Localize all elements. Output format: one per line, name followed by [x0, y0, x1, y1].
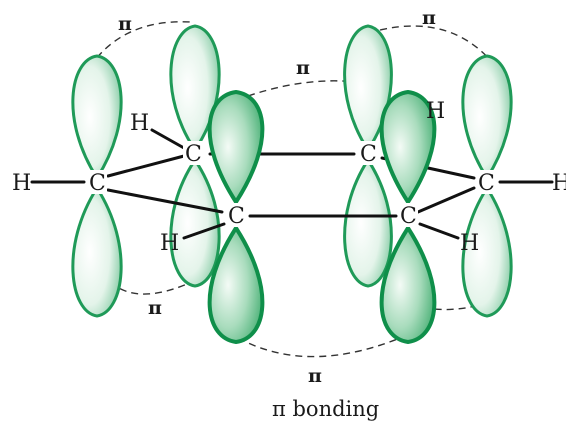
atom-h-right: H	[552, 171, 566, 196]
orbital-lobe-c2-bottom	[169, 157, 221, 288]
atom-h-c3: H	[160, 231, 179, 256]
atom-c6: C	[478, 171, 495, 196]
orbital-lobe-c6-top	[461, 54, 513, 181]
orbital-lobe-c6-bottom	[461, 185, 513, 318]
p-orbital-c6	[461, 54, 513, 318]
orbital-lobe-c2-top	[169, 24, 221, 153]
orbital-lobe-c4-bottom	[379, 224, 437, 345]
label-halo	[183, 141, 203, 165]
atom-h-c5-partial: H	[426, 99, 445, 124]
bond-c1-c3	[106, 188, 224, 214]
bond-c4-h	[418, 222, 460, 240]
bond-c1-c2	[106, 154, 186, 178]
bond-c3-h	[182, 222, 226, 240]
label-halo	[476, 170, 496, 194]
atom-h-left: H	[12, 171, 31, 196]
diagram-caption: π bonding	[272, 397, 379, 421]
p-orbital-c3	[207, 89, 265, 345]
atom-c1: C	[89, 171, 106, 196]
pi-overlap-left-bottom	[109, 277, 201, 295]
p-orbital-c4	[379, 89, 437, 345]
pi-label-left-bottom: π	[148, 297, 162, 319]
bond-h-c2	[150, 128, 186, 150]
orbital-lobe-c1-top	[71, 54, 123, 181]
atom-c3: C	[228, 204, 245, 229]
label-halo	[87, 170, 107, 194]
p-orbital-c5	[343, 24, 393, 288]
p-orbital-c2	[169, 24, 221, 288]
atom-labels: H C H C C H C H C H C H	[12, 99, 566, 256]
orbital-lobe-c1-bottom	[71, 185, 123, 318]
pi-overlap-center-bottom	[227, 331, 401, 358]
atom-h-c2: H	[130, 111, 149, 136]
orbital-lobe-c3-top	[207, 89, 265, 206]
atom-c5: C	[360, 142, 377, 167]
pi-label-right-top: π	[422, 7, 436, 29]
orbital-lobe-c5-top	[343, 24, 393, 153]
pi-label-center-bottom: π	[308, 365, 322, 387]
atom-h-c4: H	[460, 231, 479, 256]
pi-overlap-right-top	[379, 25, 493, 63]
pi-label-center-top: π	[296, 57, 310, 79]
atom-c4: C	[400, 204, 417, 229]
p-orbital-c1	[71, 54, 123, 318]
label-halo	[226, 203, 246, 227]
orbital-lobe-c3-bottom	[207, 224, 265, 345]
pi-label-left-top: π	[118, 13, 132, 35]
orbital-lobe-c5-bottom	[343, 157, 393, 288]
label-halo	[358, 141, 378, 165]
orbital-lobe-c4-top	[379, 89, 437, 206]
bond-c4-c6	[416, 186, 476, 214]
label-halo	[398, 203, 418, 227]
atom-c2: C	[185, 142, 202, 167]
